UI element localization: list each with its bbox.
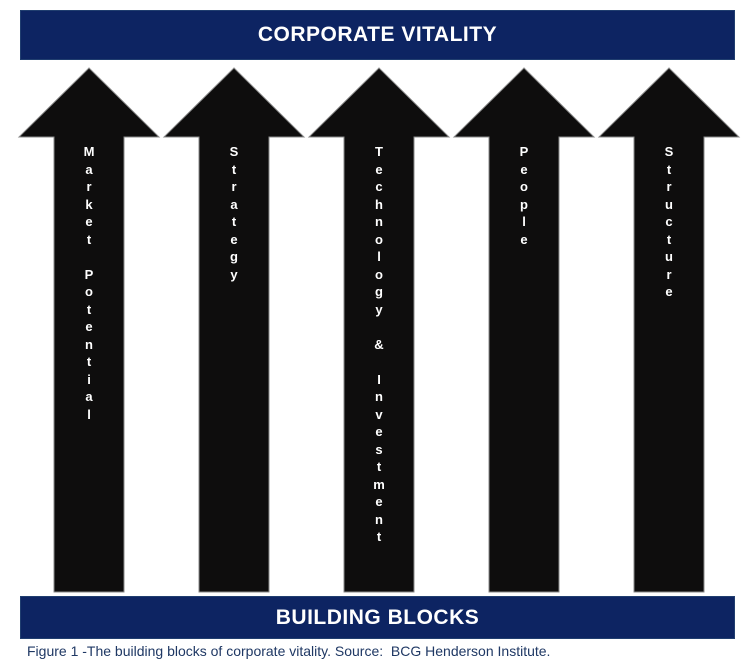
up-arrow-icon-market-potential (17, 67, 161, 593)
building-blocks-banner: BUILDING BLOCKS (20, 596, 735, 639)
arrow-label-technology-investment: T e c h n o l o g y & I n v e s t m e n … (373, 144, 385, 544)
up-arrow-icon-structure (597, 67, 741, 593)
arrow-label-market-potential: M a r k e t P o t e n t i a l (83, 144, 95, 422)
up-arrow-icon-people (452, 67, 596, 593)
up-arrow-icon-strategy (162, 67, 306, 593)
figure-caption: Figure 1 -The building blocks of corpora… (27, 643, 551, 659)
up-arrow-icon-technology-investment (307, 67, 451, 593)
corporate-vitality-banner: CORPORATE VITALITY (20, 10, 735, 60)
building-blocks-title: BUILDING BLOCKS (275, 605, 480, 629)
corporate-vitality-title: CORPORATE VITALITY (257, 23, 498, 46)
arrow-label-people: P e o p l e (519, 144, 529, 247)
arrow-label-strategy: S t r a t e g y (229, 144, 239, 282)
arrow-label-structure: S t r u c t u r e (664, 144, 674, 299)
